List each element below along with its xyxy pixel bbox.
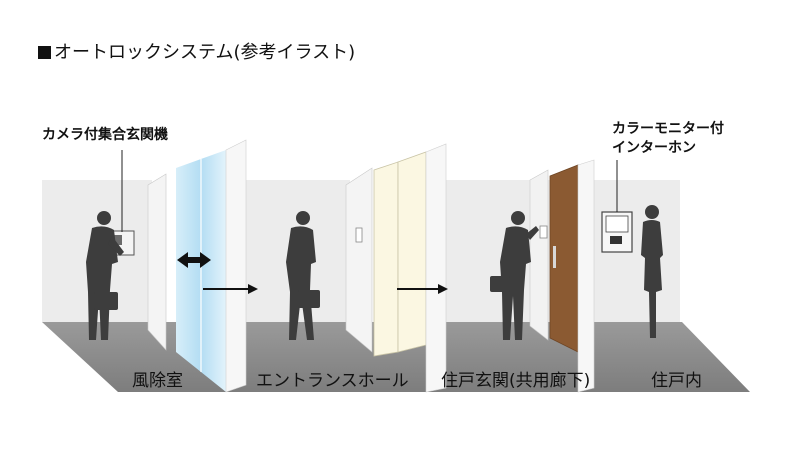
- hall-wall-switch: [355, 227, 363, 243]
- person-silhouette-resident: [641, 205, 663, 338]
- person-silhouette-visitor-2: [286, 211, 320, 340]
- person-silhouette-visitor-3: [490, 211, 539, 340]
- zone-label-unit-interior: 住戸内: [651, 371, 702, 391]
- side-wall-entrance-hall: [345, 167, 373, 353]
- diagram-title: オートロックシステム(参考イラスト): [38, 38, 355, 64]
- zone-label-entrance-hall: エントランスホール: [256, 371, 409, 391]
- arrow-right-icon-1: [203, 284, 258, 294]
- auto-door-panel-left: [373, 161, 399, 357]
- unit-doorbell: [539, 225, 548, 239]
- side-wall-vestibule: [147, 173, 167, 351]
- glass-door-side-panel: [225, 139, 247, 393]
- zone-label-vestibule: 風除室: [132, 371, 183, 391]
- double-arrow-icon: [177, 252, 211, 268]
- person-silhouette-visitor-1: [86, 211, 124, 340]
- auto-door-panel-right: [397, 151, 427, 353]
- door-handle: [553, 246, 556, 268]
- auto-door-frame: [425, 143, 447, 393]
- side-wall-unit-entrance: [529, 169, 549, 341]
- callout-color-monitor-intercom: カラーモニター付 インターホン: [612, 121, 724, 156]
- title-square-marker: [38, 46, 51, 59]
- intercom-screen: [605, 215, 629, 233]
- callout-camera-entry-panel: カメラ付集合玄関機: [42, 127, 168, 143]
- arrow-right-icon-2: [397, 284, 448, 294]
- door-frame-right: [577, 159, 595, 393]
- zone-label-unit-entrance: 住戸玄関(共用廊下): [441, 371, 591, 391]
- intercom-button: [610, 236, 622, 244]
